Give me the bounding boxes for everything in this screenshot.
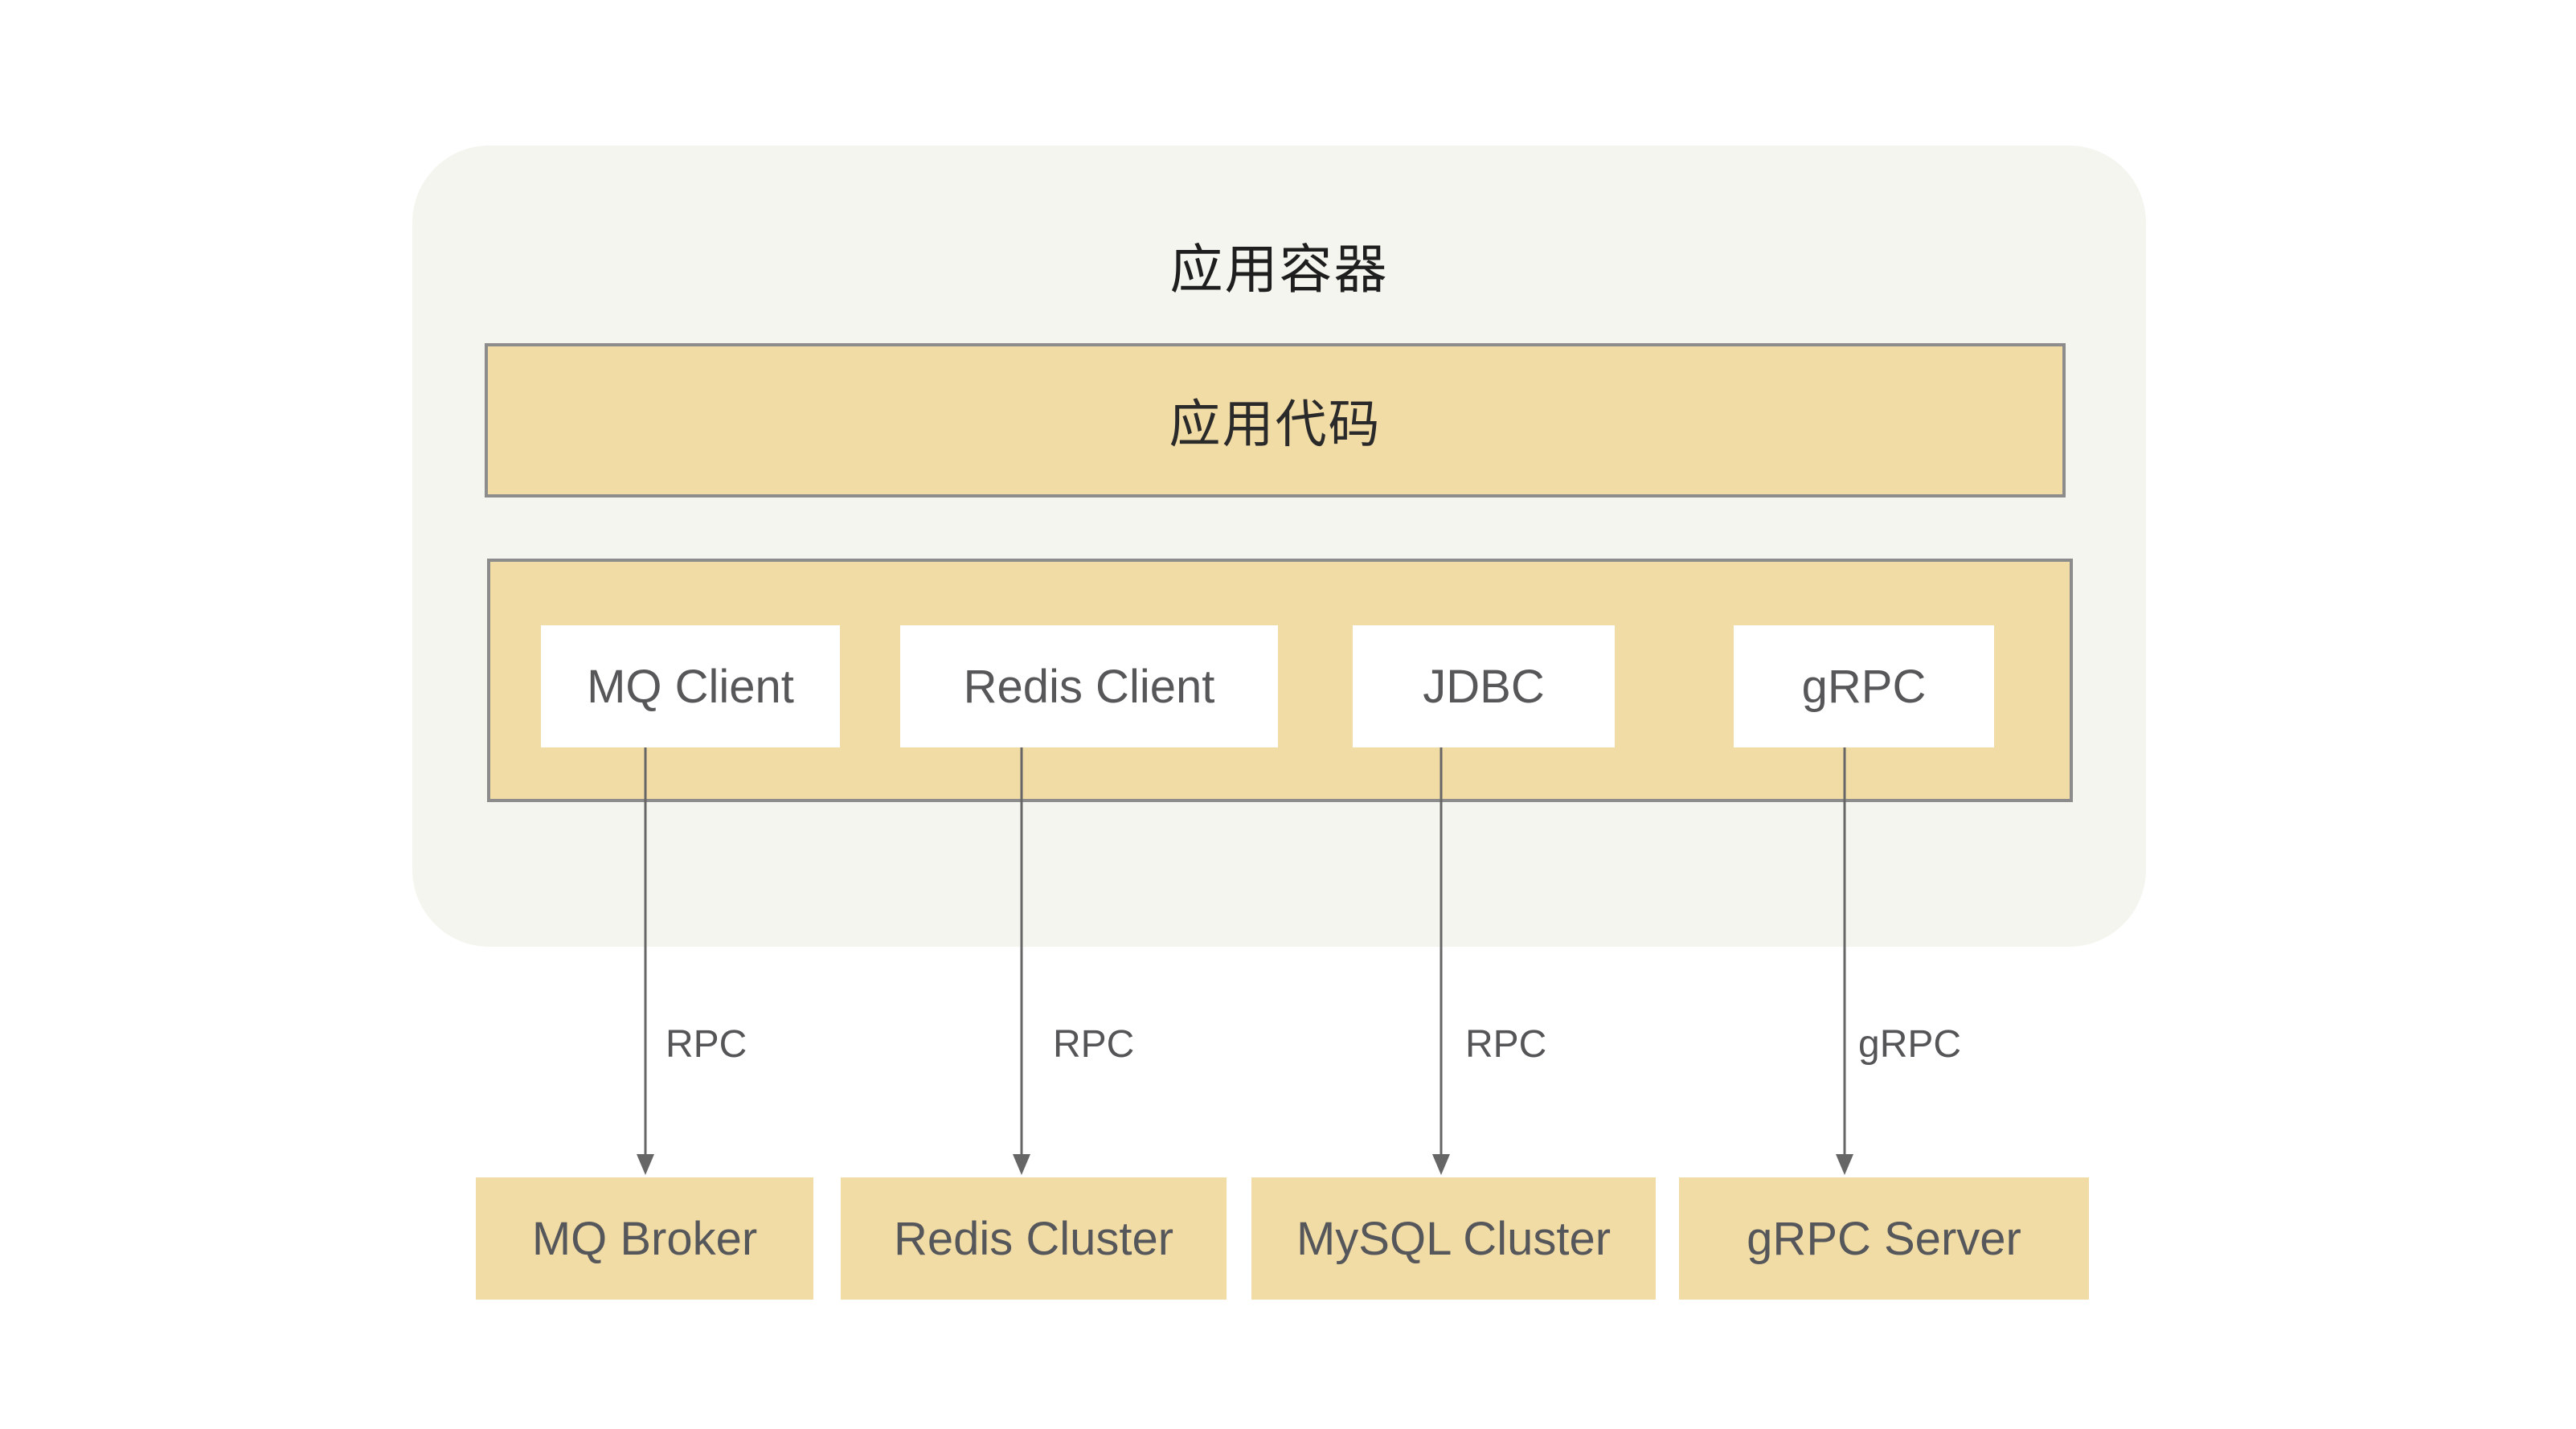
client-label-redis: Redis Client — [963, 660, 1215, 713]
target-label-redis-cluster: Redis Cluster — [893, 1212, 1174, 1265]
client-box-jdbc: JDBC — [1353, 625, 1615, 747]
target-label-mq-broker: MQ Broker — [531, 1212, 758, 1265]
target-box-redis-cluster: Redis Cluster — [841, 1177, 1227, 1300]
edge-label-rpc-1: RPC — [666, 1023, 747, 1066]
target-label-grpc-server: gRPC Server — [1747, 1212, 2021, 1265]
arrow-down-icon-jdbc — [1432, 747, 1450, 1175]
app-code-label: 应用代码 — [1169, 395, 1382, 453]
client-label-grpc: gRPC — [1801, 660, 1927, 713]
arrow-down-icon-redis — [1013, 747, 1030, 1175]
client-box-grpc: gRPC — [1734, 625, 1994, 747]
arrow-down-icon-mq — [637, 747, 654, 1175]
edge-label-grpc: gRPC — [1858, 1023, 1962, 1066]
target-box-mq-broker: MQ Broker — [476, 1177, 813, 1300]
app-container-panel — [412, 145, 2146, 947]
target-box-mysql-cluster: MySQL Cluster — [1251, 1177, 1656, 1300]
arrow-down-icon-grpc — [1836, 747, 1853, 1175]
client-box-redis: Redis Client — [900, 625, 1278, 747]
edge-label-rpc-2: RPC — [1053, 1023, 1135, 1066]
app-code-box: 应用代码 — [485, 343, 2066, 497]
client-box-mq: MQ Client — [541, 625, 840, 747]
client-label-mq: MQ Client — [587, 660, 794, 713]
target-label-mysql-cluster: MySQL Cluster — [1296, 1212, 1612, 1265]
target-box-grpc-server: gRPC Server — [1679, 1177, 2089, 1300]
app-container-title: 应用容器 — [1169, 240, 1389, 299]
edge-label-rpc-3: RPC — [1465, 1023, 1547, 1066]
client-label-jdbc: JDBC — [1423, 660, 1545, 713]
